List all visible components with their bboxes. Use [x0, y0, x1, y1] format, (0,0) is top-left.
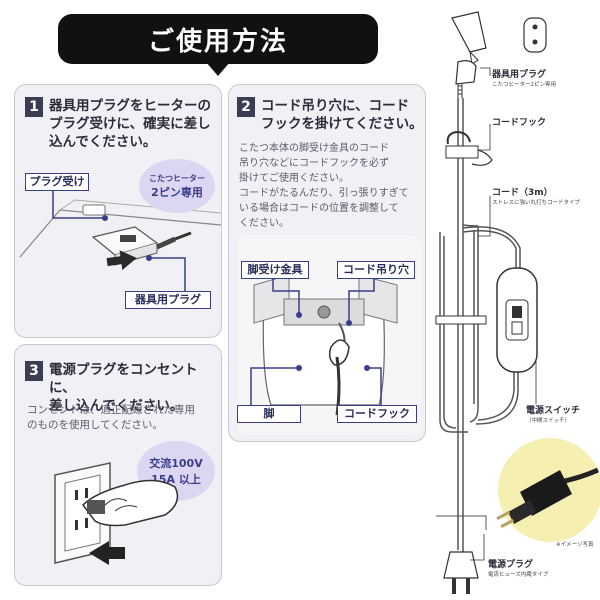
plug-receiver-label: プラグ受け [25, 173, 89, 191]
step-3-number: 3 [25, 361, 43, 381]
appliance-plug-label: 器具用プラグ [125, 291, 211, 309]
step-1-heading: 器具用プラグをヒーターの プラグ受けに、確実に差し 込んでください。 [49, 98, 211, 150]
step-2-number: 2 [237, 97, 255, 117]
diagram-power-plug-label: 電源プラグ [488, 560, 534, 570]
heater-plug-illustration [19, 183, 222, 291]
step-2-panel: 2 コード吊り穴に、コード フックを掛けてください。 こたつ本体の脚受け金具のコ… [228, 84, 426, 442]
step-3-panel: 3 電源プラグをコンセントに、 差し込んでください。 コンセントは、適正配線され… [14, 344, 222, 586]
cord-hook-label: コードフック [337, 405, 417, 423]
title-pointer [206, 62, 230, 76]
diagram-power-switch-sub: （中間スイッチ） [526, 418, 571, 424]
image-note: ※イメージ写真 [556, 542, 594, 548]
outlet-illustration [54, 462, 179, 565]
leg-bracket-label: 脚受け金具 [241, 261, 309, 279]
step-1-number: 1 [25, 97, 43, 117]
step-2-body: こたつ本体の脚受け金具のコード 吊り穴などにコードフックを必ず 掛けてご使用くだ… [239, 143, 409, 229]
step-1-panel: 1 器具用プラグをヒーターの プラグ受けに、確実に差し 込んでください。 プラグ… [14, 84, 222, 338]
step-3-heading: 電源プラグをコンセントに、 差し込んでください。 [49, 362, 198, 414]
cord-hole-label: コード吊り穴 [337, 261, 415, 279]
diagram-cord-hook-label: コードフック [492, 118, 547, 128]
diagram-appliance-plug-label: 器具用プラグ [492, 70, 547, 80]
diagram-appliance-plug-sub: こたつヒーター2ピン専用 [492, 82, 557, 88]
page-title: ご使用方法 [147, 26, 288, 57]
leg-label: 脚 [237, 405, 301, 423]
diagram-power-switch-label: 電源スイッチ [526, 406, 581, 416]
page-title-tab: ご使用方法 [58, 14, 378, 76]
step-2-heading: コード吊り穴に、コード フックを掛けてください。 [261, 98, 423, 132]
step-3-body: コンセントは、適正配線された専用 のものを使用してください。 [27, 404, 195, 431]
two-pin-badge: こたつヒーター 2ピン専用 [139, 159, 215, 213]
diagram-power-plug-sub: 電流ヒューズ内蔵タイプ [488, 572, 549, 578]
diagram-cord-sub: ストレスに強い丸打ちコードタイプ [492, 200, 581, 206]
leg-bracket-illustration [237, 235, 421, 435]
diagram-cord-label: コード（3m） [492, 188, 553, 198]
